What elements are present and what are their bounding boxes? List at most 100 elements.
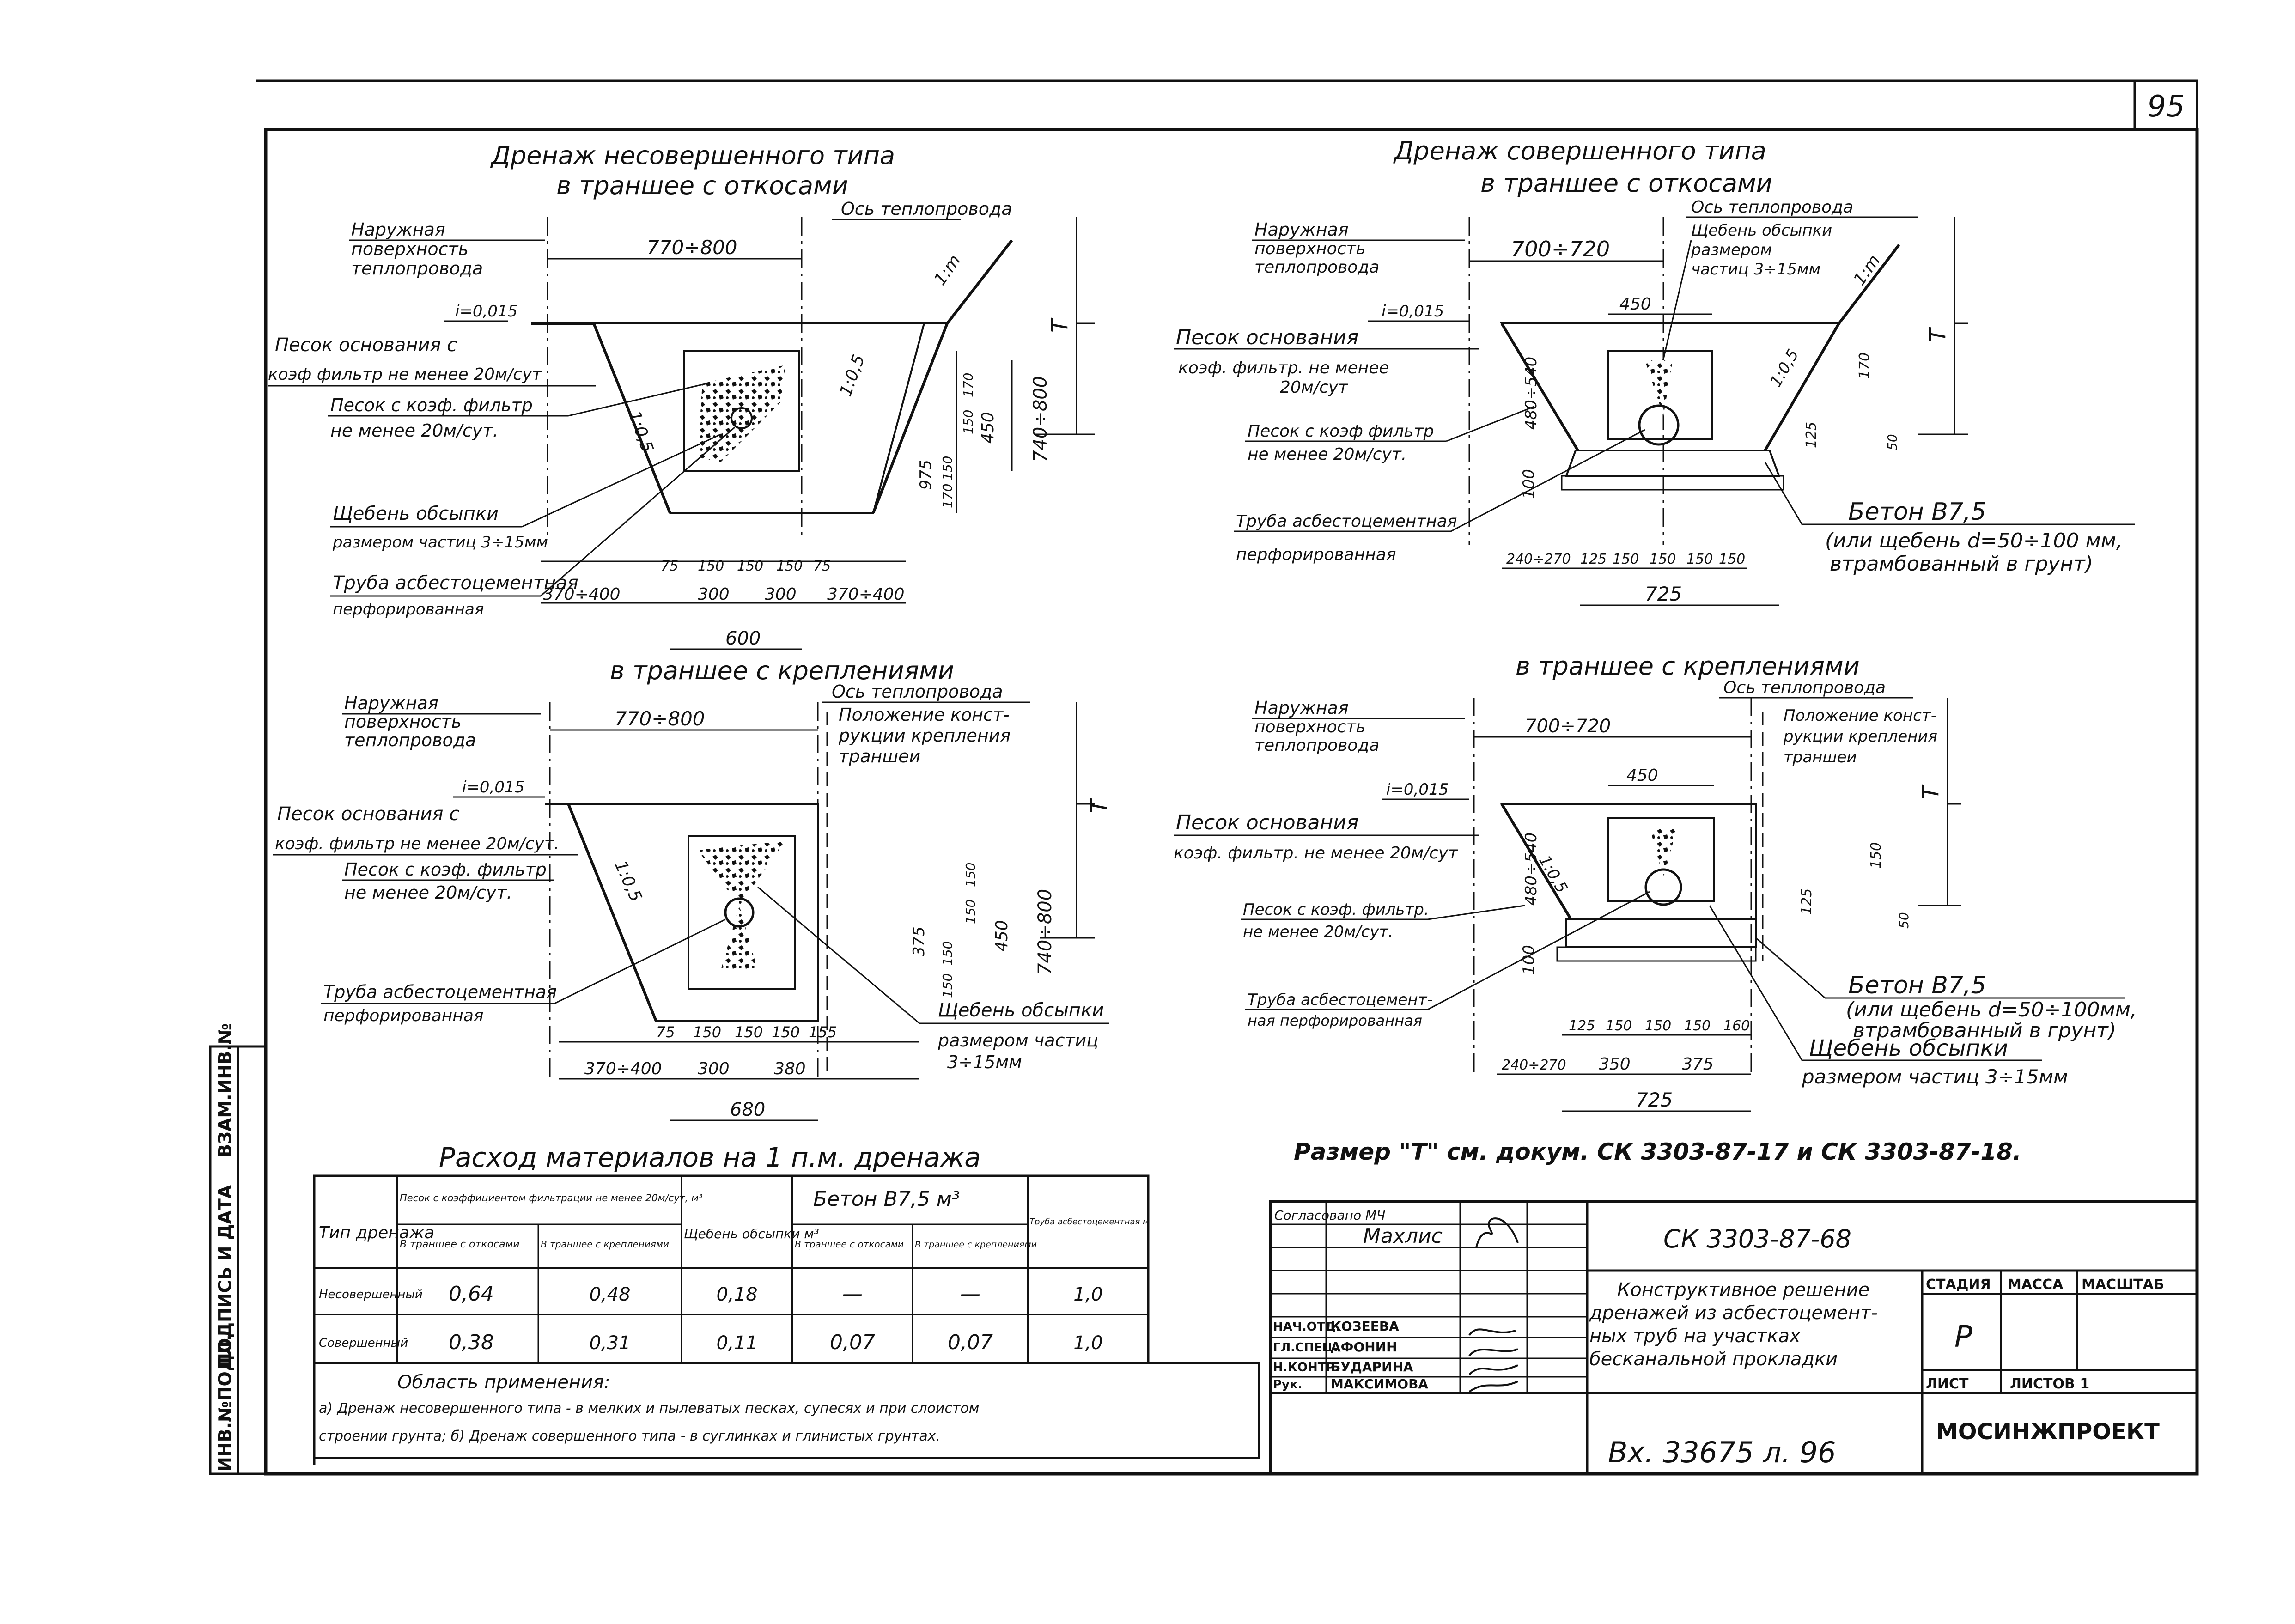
role: Н.КОНТР. (1273, 1361, 1339, 1375)
name: МАКСИМОВА (1331, 1376, 1428, 1392)
page-number: 95 (2147, 90, 2185, 124)
ur-gravel-note: Щебень обсыпки размером частиц 3÷15мм (1691, 221, 1832, 279)
side-stamp-sign: ПОДПИСЬ И ДАТА (215, 1185, 235, 1368)
ul-outer-surface-3: теплопровода (351, 258, 483, 279)
ur-bottom-dim: 150 (1686, 551, 1713, 567)
lr-bottom-dim-2: 375 (1682, 1055, 1714, 1074)
ur-dim-v1: 480÷540 (1522, 357, 1540, 430)
ll-inner-v-dim: 150 (940, 973, 955, 998)
lr-outer-surface-2: поверхность (1254, 718, 1366, 736)
name: АФОНИН (1331, 1339, 1397, 1355)
ul-slope: i=0,015 (455, 302, 517, 321)
ur-sand-base: Песок основания (1176, 326, 1358, 349)
lr-axis: Ось теплопровода (1723, 678, 1886, 697)
lr-gravel: Щебень обсыпки (1809, 1035, 2008, 1061)
ll-inner-v-dims: 150 150 150 150 (940, 863, 978, 998)
ul-pipe: Труба асбестоцементная (333, 572, 578, 594)
ur-dim-top: 700÷720 (1511, 237, 1610, 262)
col-sand-b: В траншее с креплениями (541, 1239, 669, 1250)
lr-gravel-2: размером частиц 3÷15мм (1802, 1065, 2068, 1088)
lr-T: T (1918, 784, 1944, 799)
row-conc-b: — (960, 1282, 980, 1306)
ur-outer-surface-2: поверхность (1254, 239, 1366, 258)
ul-inner-dim: 150 (776, 558, 803, 574)
ur-bottom-dim: 240÷270 (1506, 551, 1571, 567)
lr-bottom-dims-2: 240÷270 350 375 (1502, 1055, 1714, 1074)
lr-support-note: Положение конст- рукции крепления транше… (1783, 706, 1937, 766)
lr-bottom-dim: 160 (1723, 1018, 1750, 1034)
ll-inner-v-dim: 150 (963, 900, 978, 924)
ur-concrete-3: втрамбованный в грунт) (1830, 552, 2093, 576)
lr-outer-surface-3: теплопровода (1254, 736, 1379, 755)
ul-T: T (1047, 317, 1073, 333)
ll-outer-surface-3: теплопровода (344, 730, 476, 750)
role: Рук. (1273, 1378, 1303, 1392)
ul-inner-dim: 150 (698, 558, 724, 574)
lr-dim-v1: 480÷540 (1522, 833, 1540, 906)
ur-dim-170: 170 (1857, 353, 1873, 379)
name: БУДАРИНА (1331, 1359, 1413, 1375)
ur-title: Дренаж совершенного типа (1393, 136, 1766, 165)
ul-dim-450: 450 (979, 412, 998, 444)
ur-bottom-dim: 125 (1580, 551, 1607, 567)
name: КОЗЕЕВА (1331, 1319, 1399, 1334)
col-concrete-a: В траншее с откосами (795, 1239, 904, 1250)
ur-slope: i=0,015 (1382, 302, 1444, 321)
ul-inner-dims: 75 150 150 150 75 (661, 558, 831, 574)
ul-axis: Ось теплопровода (841, 199, 1012, 219)
col-concrete-b: В траншее с креплениями (915, 1240, 1037, 1250)
table-row: Несовершенный 0,64 0,48 0,18 — — 1,0 (319, 1282, 1103, 1306)
inventory-number: Вх. 33675 л. 96 (1608, 1435, 1836, 1469)
ur-sand-base-3: 20м/сут (1280, 378, 1348, 397)
lr-dim-width: 725 (1636, 1089, 1673, 1111)
ll-sand-base-2: коэф. фильтр не менее 20м/сут. (275, 834, 559, 853)
ll-inner-dim: 75 (656, 1023, 675, 1041)
role: НАЧ.ОТД. (1273, 1320, 1340, 1334)
ul-slope-ratio-right: 1:0,5 (836, 352, 869, 399)
signature-5 (1468, 1381, 1518, 1393)
lr-dim-100: 100 (1520, 945, 1538, 975)
lr-slope: i=0,015 (1386, 780, 1449, 799)
lr-dim-50: 50 (1896, 912, 1911, 929)
doc-description-line: ных труб на участках (1589, 1326, 1801, 1347)
ur-T: T (1925, 327, 1951, 342)
materials-table: Расход материалов на 1 п.м. дренажа Тип … (313, 1142, 1260, 1465)
sheet-label: ЛИСТ (1926, 1376, 1969, 1392)
ll-pipe: Труба асбестоцементная (323, 982, 557, 1002)
materials-title: Расход материалов на 1 п.м. дренажа (439, 1142, 981, 1173)
row-gravel: 0,11 (716, 1332, 757, 1354)
lr-support-note-2: рукции крепления (1783, 727, 1937, 746)
ul-bottom-dim: 370÷400 (543, 585, 621, 604)
col-gravel: Щебень обсыпки м³ (684, 1226, 819, 1241)
ll-support-note: Положение конст- рукции крепления транше… (838, 705, 1011, 766)
ll-inner-v-dim: 150 (963, 863, 978, 887)
ur-dim-450: 450 (1619, 295, 1651, 314)
ur-sand-coef: Песок с коэф фильтр (1248, 422, 1434, 441)
lr-sand-coef-2: не менее 20м/сут. (1243, 923, 1393, 941)
ll-subtitle: в траншее с креплениями (610, 656, 954, 685)
ul-slope-m: 1:m (931, 251, 965, 289)
lr-bottom-dim-2: 350 (1599, 1055, 1631, 1074)
size-note: Размер "Т" см. докум. СК 3303-87-17 и СК… (1294, 1138, 2021, 1165)
ul-sand-coef: Песок с коэф. фильтр (330, 395, 533, 415)
ll-dim-375: 375 (910, 926, 928, 956)
ll-gravel: Щебень обсыпки (938, 1000, 1104, 1021)
ll-T: T (1086, 798, 1112, 813)
ul-title: Дренаж несовершенного типа (490, 141, 895, 170)
signature-2 (1468, 1328, 1516, 1336)
ul-subtitle: в траншее с откосами (556, 171, 848, 200)
ul-gravel: Щебень обсыпки (333, 503, 499, 524)
lr-dim-125: 125 (1799, 888, 1815, 915)
lr-pipe-2: ная перфорированная (1248, 1012, 1422, 1029)
ul-inner-v-dim: 170 (940, 484, 955, 508)
lr-bottom-dim: 150 (1606, 1018, 1632, 1034)
ur-pipe-2: перфорированная (1236, 545, 1396, 564)
ll-bottom-dim: 300 (698, 1059, 730, 1078)
ul-sand-coef-2: не менее 20м/сут. (330, 420, 498, 441)
ur-bottom-dim: 150 (1613, 551, 1639, 567)
ul-sand-base: Песок основания с (275, 335, 457, 356)
ul-outer-surface-2: поверхность (351, 239, 469, 259)
lr-concrete: Бетон В7,5 (1848, 972, 1986, 999)
ll-sand-coef: Песок с коэф. фильтр (344, 859, 547, 880)
row-pipe: 1,0 (1073, 1332, 1103, 1354)
